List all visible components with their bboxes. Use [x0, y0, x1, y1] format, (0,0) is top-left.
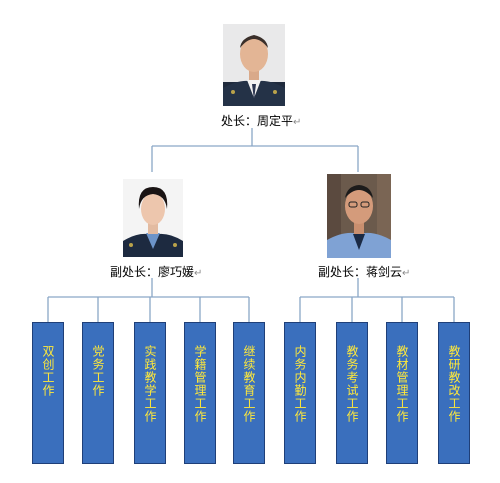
unit-label: 学籍管理工作	[193, 345, 207, 423]
unit-label: 实践教学工作	[143, 345, 157, 423]
unit-label: 内务内勤工作	[293, 345, 307, 423]
unit-label: 继续教育工作	[242, 345, 256, 423]
unit-box-jixu: 继续教育工作	[233, 322, 265, 464]
deputy-left-caption-text: 副处长：廖巧媛	[110, 265, 195, 279]
deputy-right-caption-text: 副处长：蒋剑云	[318, 265, 403, 279]
unit-box-jiaocai: 教材管理工作	[386, 322, 418, 464]
unit-box-shijian: 实践教学工作	[134, 322, 166, 464]
unit-label: 党务工作	[91, 345, 105, 397]
head-caption-text: 处长：周定平	[221, 114, 294, 128]
deputy-right-caption: 副处长：蒋剑云↵	[318, 263, 410, 280]
unit-label: 双创工作	[41, 345, 55, 397]
unit-box-shuangchuang: 双创工作	[32, 322, 64, 464]
return-mark-icon: ↵	[402, 268, 411, 279]
head-caption: 处长：周定平↵	[221, 112, 301, 129]
deputy-left-photo	[123, 179, 183, 257]
unit-box-jiaowu: 教务考试工作	[336, 322, 368, 464]
return-mark-icon: ↵	[194, 268, 203, 279]
unit-label: 教材管理工作	[395, 345, 409, 423]
return-mark-icon: ↵	[293, 117, 302, 128]
unit-box-neiwu: 内务内勤工作	[284, 322, 316, 464]
unit-label: 教务考试工作	[345, 345, 359, 423]
unit-box-xueji: 学籍管理工作	[184, 322, 216, 464]
head-photo	[223, 24, 285, 106]
unit-label: 教研教改工作	[447, 345, 461, 423]
unit-box-jiaoyan: 教研教改工作	[438, 322, 470, 464]
unit-box-dangwu: 党务工作	[82, 322, 114, 464]
deputy-right-photo	[327, 174, 391, 258]
deputy-left-caption: 副处长：廖巧媛↵	[110, 263, 202, 280]
